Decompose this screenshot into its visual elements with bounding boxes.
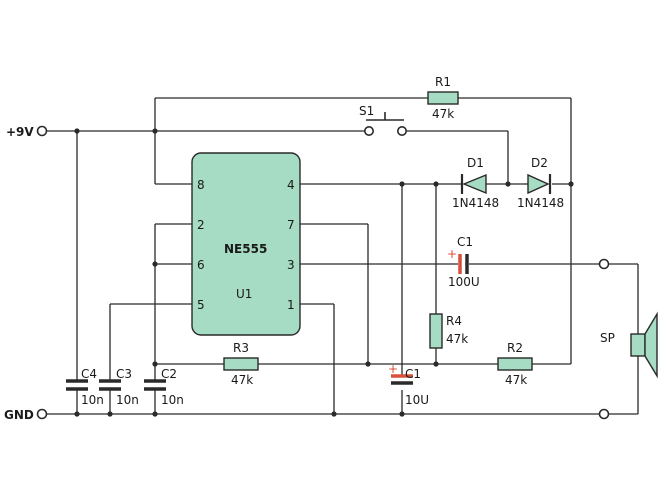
ic-ref: U1: [236, 287, 252, 301]
resistor-ref: R2: [507, 341, 523, 355]
resistor-value: 47k: [446, 332, 468, 346]
capacitor-ref: C2: [161, 367, 177, 381]
resistor-r1: R1 47k: [427, 75, 459, 121]
wires: [46, 97, 639, 415]
output-terminal-bottom: [598, 408, 610, 420]
resistor-value: 47k: [432, 107, 454, 121]
ic-pin-7: 7: [287, 218, 295, 232]
junction-dot: [152, 361, 158, 367]
junction-dot: [331, 411, 337, 417]
junction-dot: [399, 181, 405, 187]
junctions: [74, 128, 574, 417]
diode-body: [527, 173, 550, 195]
vcc-label: +9V: [6, 125, 34, 139]
diode-ref: D1: [467, 156, 484, 170]
gnd-label: GND: [4, 408, 34, 422]
switch-s1: S1: [359, 104, 407, 137]
diode-part: 1N4148: [517, 196, 564, 210]
capacitor-c1-output: + C1 100U: [447, 235, 480, 289]
polarity-mark: +: [388, 362, 398, 376]
diode-body: [462, 173, 487, 195]
resistor-body: [427, 91, 459, 105]
switch-ref: S1: [359, 104, 374, 118]
resistor-ref: R4: [446, 314, 462, 328]
capacitor-c3: C3 10n: [99, 367, 139, 407]
junction-dot: [568, 181, 574, 187]
ic-pin-5: 5: [197, 298, 205, 312]
capacitor-c4: C4 10n: [66, 367, 104, 407]
junction-dot: [74, 128, 80, 134]
speaker-sp: SP: [600, 311, 658, 379]
switch-contact-left: [363, 126, 374, 137]
junction-dot: [107, 411, 113, 417]
ic-pin-2: 2: [197, 218, 205, 232]
diode-ref: D2: [531, 156, 548, 170]
output-terminal-top: [598, 258, 610, 270]
junction-dot: [433, 361, 439, 367]
diode-d2: D2 1N4148: [517, 156, 564, 210]
junction-dot: [505, 181, 511, 187]
ic-pin-4: 4: [287, 178, 295, 192]
capacitor-c2: C2 10n: [144, 367, 184, 407]
junction-dot: [433, 181, 439, 187]
junction-dot: [152, 128, 158, 134]
capacitor-c1-timing: + C1 10U: [388, 362, 429, 407]
terminals: [36, 125, 610, 420]
resistor-value: 47k: [505, 373, 527, 387]
vcc-terminal: [36, 125, 48, 137]
speaker-cone-icon: [644, 311, 658, 379]
capacitor-value: 10n: [161, 393, 184, 407]
resistor-ref: R1: [435, 75, 451, 89]
speaker-magnet: [630, 333, 646, 357]
capacitor-ref: C4: [81, 367, 97, 381]
diode-d1: D1 1N4148: [452, 156, 499, 210]
ic-pin-8: 8: [197, 178, 205, 192]
junction-dot: [152, 261, 158, 267]
capacitor-ref: C3: [116, 367, 132, 381]
diode-part: 1N4148: [452, 196, 499, 210]
switch-contact-right: [396, 126, 407, 137]
capacitor-value: 10n: [116, 393, 139, 407]
speaker-ref: SP: [600, 331, 615, 345]
resistor-ref: R3: [233, 341, 249, 355]
junction-dot: [399, 411, 405, 417]
resistor-body: [429, 313, 443, 349]
ic-name: NE555: [224, 242, 267, 256]
ic-pin-3: 3: [287, 258, 295, 272]
resistor-r4: R4 47k: [429, 313, 468, 349]
resistor-r2: R2 47k: [497, 341, 533, 387]
resistor-value: 47k: [231, 373, 253, 387]
capacitor-ref: C1: [457, 235, 473, 249]
resistor-body: [223, 357, 259, 371]
junction-dot: [74, 411, 80, 417]
ic-body: [191, 152, 301, 336]
ic-u1: NE555 U1 8 2 6 5 4 7 3 1: [191, 152, 301, 336]
gnd-terminal: [36, 408, 48, 420]
junction-dot: [152, 411, 158, 417]
junction-dot: [365, 361, 371, 367]
capacitor-ref: C1: [405, 367, 421, 381]
ic-pin-1: 1: [287, 298, 295, 312]
resistor-body: [497, 357, 533, 371]
capacitor-value: 100U: [448, 275, 480, 289]
ic-pin-6: 6: [197, 258, 205, 272]
resistor-r3: R3 47k: [223, 341, 259, 387]
polarity-mark: +: [447, 247, 457, 261]
capacitor-value: 10n: [81, 393, 104, 407]
capacitor-value: 10U: [405, 393, 429, 407]
